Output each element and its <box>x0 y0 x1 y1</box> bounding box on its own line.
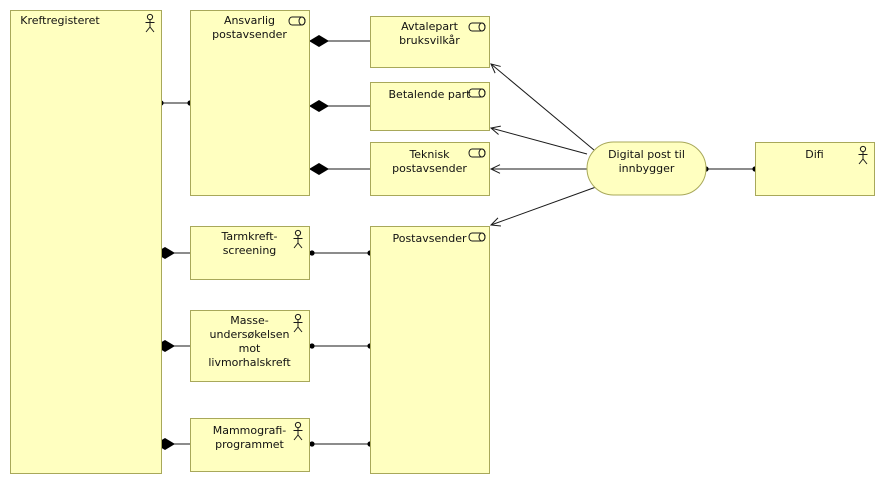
node-betalende[interactable]: Betalende part <box>370 82 490 131</box>
element-box <box>190 226 310 280</box>
node-mammografi[interactable]: Mammografi-programmet <box>190 418 310 472</box>
role-icon <box>468 22 486 32</box>
node-label: Masse- <box>230 314 268 327</box>
node-difi[interactable]: Difi <box>755 142 875 196</box>
node-label: bruksvilkår <box>399 34 460 47</box>
actor-icon <box>293 421 303 441</box>
node-label: Postavsender <box>392 232 466 245</box>
relation-tarmkreft-to-postavsender[interactable] <box>309 250 373 256</box>
role-icon <box>468 88 486 98</box>
node-label: innbygger <box>619 162 675 175</box>
node-kreftregisteret[interactable]: Kreftregisteret <box>10 10 162 474</box>
element-box <box>370 226 490 474</box>
node-label: Teknisk <box>408 148 450 161</box>
node-postavsender[interactable]: Postavsender <box>370 226 490 474</box>
element-box <box>10 10 162 474</box>
node-tarmkreft[interactable]: Tarmkreft-screening <box>190 226 310 280</box>
relation-masse-to-postavsender[interactable] <box>309 343 373 349</box>
relation-difi-to-digital[interactable] <box>703 166 758 172</box>
actor-icon <box>293 229 303 249</box>
relation-ansvarlig-to-betalende[interactable] <box>309 100 370 112</box>
node-label: Digital post til <box>608 148 685 161</box>
serving-arrowhead <box>490 63 501 74</box>
node-label: programmet <box>215 438 284 451</box>
actor-icon <box>293 313 303 333</box>
composition-diamond <box>309 100 329 112</box>
node-label: mot <box>239 342 261 355</box>
relation-mammografi-to-postavsender[interactable] <box>309 441 373 447</box>
node-label: postavsender <box>212 28 287 41</box>
actor-icon <box>858 145 868 165</box>
element-box <box>190 10 310 196</box>
relation-ansvarlig-to-teknisk[interactable] <box>309 163 370 175</box>
node-label: Ansvarlig <box>224 14 275 27</box>
composition-diamond <box>309 163 329 175</box>
node-label: postavsender <box>392 162 467 175</box>
role-icon <box>468 232 486 242</box>
node-label: livmorhalskreft <box>208 356 291 369</box>
role-icon <box>288 16 306 26</box>
serving-arrowhead <box>489 217 501 227</box>
role-icon <box>468 148 486 158</box>
serving-arrowhead <box>489 125 501 135</box>
node-label: undersøkelsen <box>210 328 290 341</box>
serving-arrowhead <box>489 164 501 174</box>
assignment-source-dot <box>309 250 315 256</box>
relation-digital-to-betalende[interactable] <box>489 125 588 155</box>
service-shape <box>586 141 707 196</box>
element-box <box>190 310 310 382</box>
element-box <box>190 418 310 472</box>
relation-digital-to-avtalepart[interactable] <box>490 63 595 151</box>
actor-icon <box>145 13 155 33</box>
node-label: Betalende part <box>389 88 472 101</box>
relation-digital-to-teknisk[interactable] <box>489 164 587 174</box>
node-label: Mammografi- <box>213 424 287 437</box>
serving-line <box>490 186 597 226</box>
node-label: Tarmkreft- <box>220 230 277 243</box>
relation-digital-to-postavsender[interactable] <box>489 186 597 227</box>
node-label: Avtalepart <box>401 20 459 33</box>
node-label: screening <box>223 244 277 257</box>
relation-kreftregisteret-to-ansvarlig[interactable] <box>158 100 193 106</box>
node-label: Difi <box>805 148 823 161</box>
relation-ansvarlig-to-avtalepart[interactable] <box>309 35 370 47</box>
element-box <box>755 142 875 196</box>
assignment-source-dot <box>309 441 315 447</box>
node-label: Kreftregisteret <box>20 14 100 27</box>
serving-line <box>490 127 588 155</box>
composition-diamond <box>309 35 329 47</box>
assignment-source-dot <box>309 343 315 349</box>
serving-line <box>490 63 595 151</box>
